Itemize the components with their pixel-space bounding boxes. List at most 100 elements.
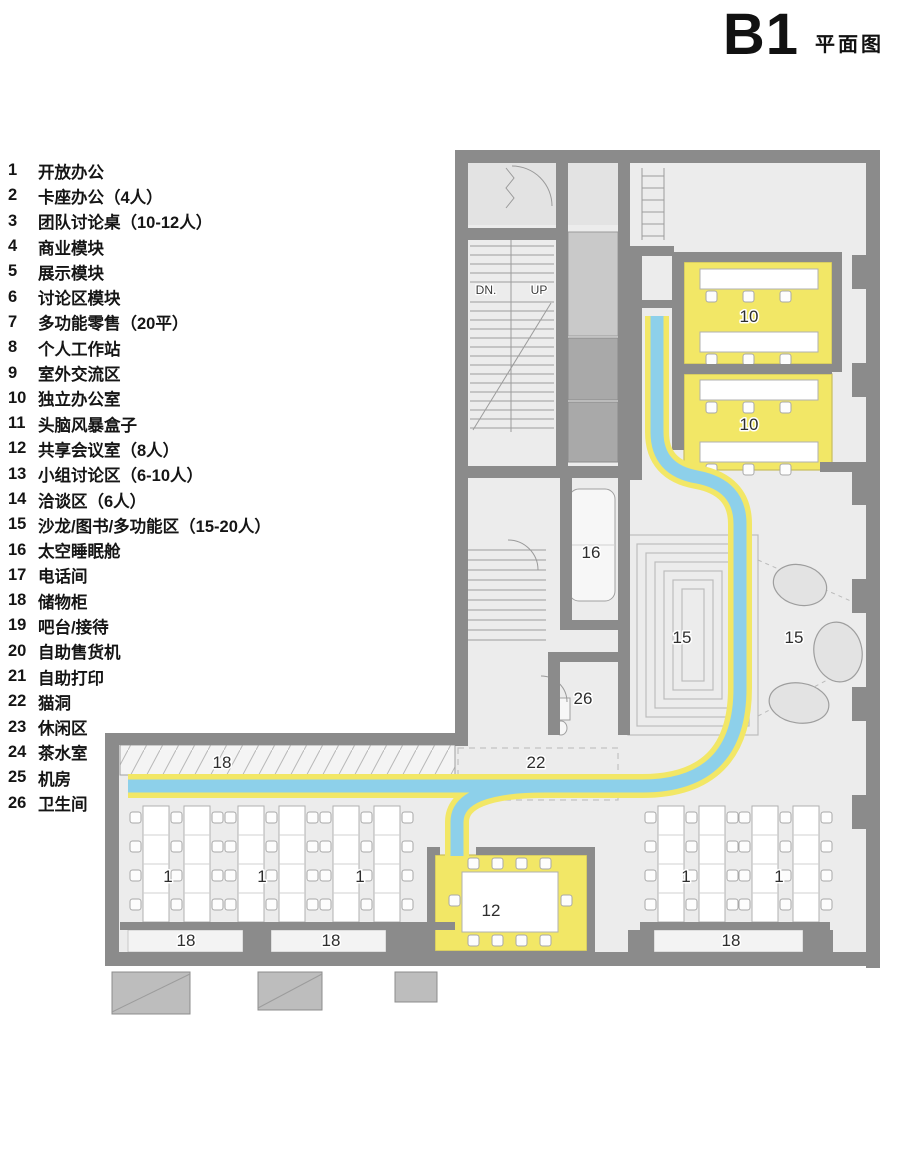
stair-up-label: UP <box>531 283 548 297</box>
legend-item-number: 12 <box>8 439 27 458</box>
room-label-cat-hole: 22 <box>527 753 546 772</box>
room-label-open-office-4: 1 <box>681 867 690 886</box>
legend-item: 6 讨论区模块 <box>8 284 271 309</box>
legend-item-number: 13 <box>8 464 27 483</box>
legend-item: 5 展示模块 <box>8 259 271 284</box>
legend-item: 11 头脑风暴盒子 <box>8 411 271 436</box>
legend-item-label: 团队讨论桌（10-12人） <box>38 214 213 233</box>
room-label-open-office-3: 1 <box>355 867 364 886</box>
legend-item: 23 休闲区 <box>8 715 271 740</box>
legend-item: 12 共享会议室（8人） <box>8 436 271 461</box>
elevator-shaft-2 <box>567 401 619 463</box>
legend-item-number: 16 <box>8 540 27 559</box>
legend-item-label: 吧台/接待 <box>38 618 109 637</box>
legend-item-number: 15 <box>8 515 27 534</box>
page-title: B1 平面图 <box>723 6 884 64</box>
legend-item: 15 沙龙/图书/多功能区（15-20人） <box>8 512 271 537</box>
service-shaft <box>567 231 619 337</box>
legend-item-number: 20 <box>8 641 27 660</box>
room-label-salon-a: 15 <box>673 628 692 647</box>
legend-item-number: 10 <box>8 388 27 407</box>
room-label-office-b: 10 <box>740 415 759 434</box>
legend-item-number: 26 <box>8 793 27 812</box>
site-block-3 <box>394 971 438 1003</box>
legend-item-label: 太空睡眠舱 <box>38 543 121 562</box>
legend-item-number: 5 <box>8 262 18 281</box>
legend-item: 18 储物柜 <box>8 588 271 613</box>
legend-item: 22 猫洞 <box>8 689 271 714</box>
legend-item: 1 开放办公 <box>8 158 271 183</box>
legend-item-number: 14 <box>8 490 27 508</box>
legend-item: 26 卫生间 <box>8 790 271 815</box>
legend-item-label: 休闲区 <box>38 720 88 739</box>
title-main: B1 <box>722 2 799 67</box>
flow-main-inner <box>128 316 747 793</box>
legend-item-label: 自助售货机 <box>38 644 121 663</box>
legend-item-label: 猫洞 <box>38 694 71 713</box>
legend-item-number: 22 <box>8 692 27 711</box>
legend-item: 3 团队讨论桌（10-12人） <box>8 209 271 234</box>
legend-item: 9 室外交流区 <box>8 360 271 385</box>
room-label-lockers-bottom-1: 18 <box>177 931 196 950</box>
legend-item-label: 个人工作站 <box>38 340 121 359</box>
legend-item-number: 25 <box>8 768 27 787</box>
legend-item: 25 机房 <box>8 765 271 790</box>
legend-item-number: 4 <box>8 237 18 256</box>
legend-item-label: 电话间 <box>38 568 88 587</box>
legend-item: 14 洽谈区（6人） <box>8 487 271 512</box>
room-label-open-office-2: 1 <box>257 867 266 886</box>
legend-item-label: 独立办公室 <box>38 391 121 410</box>
legend-item-label: 商业模块 <box>38 239 104 258</box>
room-label-office-a: 10 <box>740 307 759 326</box>
legend-item-label: 共享会议室（8人） <box>38 441 180 460</box>
legend-item-number: 18 <box>8 591 27 610</box>
legend-item: 20 自助售货机 <box>8 639 271 664</box>
legend-item-number: 19 <box>8 616 27 635</box>
room-label-lockers-bottom-3: 18 <box>722 931 741 950</box>
room-label-lockers-top: 18 <box>213 753 232 772</box>
legend-item-label: 自助打印 <box>38 669 104 688</box>
legend-item-label: 室外交流区 <box>38 366 121 385</box>
site-block-hatch-2 <box>257 973 323 1009</box>
legend-item-label: 小组讨论区（6-10人） <box>38 467 204 486</box>
circulation-path <box>128 316 752 856</box>
legend-item: 24 茶水室 <box>8 740 271 765</box>
legend-item: 13 小组讨论区（6-10人） <box>8 462 271 487</box>
room-label-wc: 26 <box>574 689 593 708</box>
room-label-open-office-1: 1 <box>163 867 172 886</box>
room-labels-layer: DN. UP 10 10 16 15 15 26 18 22 1 1 1 1 1… <box>162 282 805 952</box>
legend-item: 16 太空睡眠舱 <box>8 537 271 562</box>
legend-item-number: 1 <box>8 161 18 180</box>
entry-lobby-zone <box>468 163 618 225</box>
legend-item-label: 洽谈区（6人） <box>38 492 147 511</box>
legend-item-label: 沙龙/图书/多功能区（15-20人） <box>38 517 271 536</box>
legend-item-number: 17 <box>8 565 27 584</box>
legend-item: 2 卡座办公（4人） <box>8 183 271 208</box>
legend-item-label: 开放办公 <box>38 163 104 182</box>
legend-item-label: 卫生间 <box>38 796 88 815</box>
legend-item-number: 11 <box>8 414 26 433</box>
stairs-layer <box>466 168 665 641</box>
stair-dn-label: DN. <box>476 283 497 297</box>
furniture-layer <box>129 165 833 947</box>
legend-item: 4 商业模块 <box>8 234 271 259</box>
legend-item-label: 茶水室 <box>38 745 88 764</box>
legend-item-label: 储物柜 <box>38 593 88 612</box>
elevator-shaft-1 <box>567 337 619 401</box>
title-sub: 平面图 <box>815 34 884 56</box>
legend-item: 7 多功能零售（20平） <box>8 310 271 335</box>
legend-item: 17 电话间 <box>8 563 271 588</box>
legend-item: 10 独立办公室 <box>8 386 271 411</box>
room-label-open-office-5: 1 <box>774 867 783 886</box>
salon-steps-layer <box>627 534 863 736</box>
room-label-sleep-pod: 16 <box>582 543 601 562</box>
legend-item-number: 3 <box>8 211 18 230</box>
walls-layer <box>105 150 880 968</box>
legend: 1 开放办公 2 卡座办公（4人） 3 团队讨论桌（10-12人） 4 商业模块… <box>8 158 271 816</box>
legend-item-number: 2 <box>8 186 18 205</box>
legend-item-number: 21 <box>8 667 27 686</box>
legend-item-number: 9 <box>8 363 18 382</box>
legend-item-label: 讨论区模块 <box>38 290 121 309</box>
